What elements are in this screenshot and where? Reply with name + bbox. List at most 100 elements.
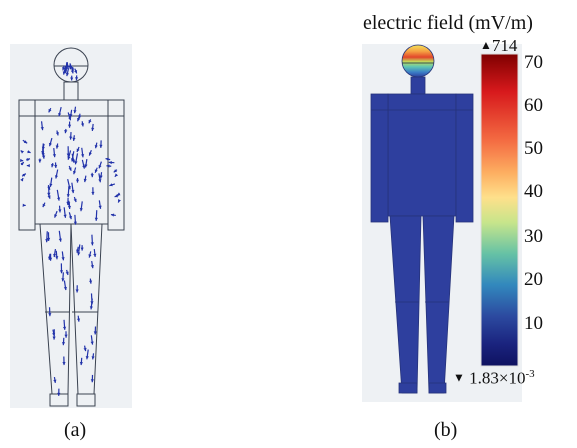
field-arrowhead — [88, 254, 92, 258]
field-arrowhead — [90, 242, 94, 246]
field-arrowhead — [71, 189, 75, 194]
field-arrowhead — [117, 199, 121, 203]
caption-a: (a) — [64, 419, 87, 441]
field-arrowhead — [89, 280, 93, 284]
colorbar-tick: 50 — [524, 138, 543, 159]
field-arrowhead — [55, 145, 59, 149]
field-arrowhead — [64, 334, 68, 338]
field-arrowhead — [90, 341, 94, 345]
field-arrowhead — [94, 217, 98, 221]
field-arrowhead — [80, 247, 84, 251]
field-arrowhead — [52, 154, 56, 158]
field-arrowhead — [54, 164, 58, 168]
field-arrowhead — [88, 152, 92, 156]
field-arrowhead — [65, 72, 70, 77]
field-arrowhead — [76, 318, 81, 322]
field-arrowhead — [48, 108, 52, 113]
field-arrowhead — [68, 215, 73, 220]
field-arrowhead — [93, 253, 97, 257]
field-arrowhead — [70, 77, 74, 81]
field-arrowhead — [47, 195, 51, 199]
field-arrowhead — [20, 162, 24, 166]
field-arrowhead — [58, 209, 62, 213]
field-arrowhead — [67, 124, 72, 128]
field-arrowhead — [55, 256, 59, 260]
body-right-foot — [428, 382, 447, 394]
field-arrowhead — [42, 203, 46, 208]
field-arrowhead — [40, 127, 44, 131]
field-arrowhead — [89, 306, 93, 310]
field-arrowhead — [69, 136, 73, 140]
field-arrowhead — [53, 379, 57, 383]
colorbar — [480, 53, 519, 367]
field-arrowhead — [74, 70, 78, 74]
field-arrowhead — [76, 148, 80, 153]
field-arrowhead — [69, 114, 73, 118]
field-arrowhead — [93, 331, 97, 335]
colorbar-tick: 20 — [524, 269, 543, 290]
field-arrowhead — [54, 175, 59, 179]
field-arrowhead — [98, 205, 102, 209]
field-arrowhead — [91, 127, 95, 131]
body-left-arm — [370, 93, 389, 223]
field-arrowhead — [41, 151, 45, 155]
field-arrowhead — [20, 158, 24, 162]
field-arrowhead — [67, 205, 72, 209]
field-arrowhead — [75, 289, 79, 293]
field-arrowhead — [80, 123, 85, 127]
field-arrowhead — [62, 67, 66, 71]
field-arrowhead — [90, 301, 94, 305]
field-arrowhead — [91, 191, 95, 195]
field-arrowhead — [77, 252, 81, 256]
body-head — [401, 44, 435, 78]
field-arrowhead — [73, 221, 77, 225]
colorbar-max-value: 714 — [491, 36, 518, 55]
field-arrowhead — [59, 270, 64, 274]
colorbar-min-exponent: -3 — [525, 368, 535, 380]
field-arrowhead — [114, 194, 118, 198]
colorbar-tick: 40 — [524, 181, 543, 202]
field-arrows — [20, 62, 121, 396]
colorbar-title: electric field (mV/m) — [363, 12, 533, 34]
field-arrowhead — [68, 117, 72, 121]
field-arrowhead — [82, 165, 86, 169]
field-arrowhead — [62, 362, 66, 366]
min-triangle-icon: ▼ — [453, 370, 465, 385]
field-arrowhead — [73, 198, 77, 203]
field-arrowhead — [47, 237, 51, 241]
field-arrowhead — [55, 132, 59, 136]
field-arrowhead — [48, 142, 52, 147]
field-arrowhead — [77, 117, 81, 122]
field-arrowhead — [99, 175, 103, 179]
colorbar-tick: 70 — [524, 52, 543, 73]
field-arrowhead — [61, 257, 65, 261]
field-arrowhead — [71, 159, 76, 163]
field-arrowhead — [83, 347, 87, 352]
body-left-leg — [389, 215, 422, 394]
body-torso — [387, 93, 457, 217]
field-arrowhead — [73, 110, 77, 114]
field-arrowhead — [74, 161, 78, 165]
field-arrowhead — [22, 173, 26, 177]
field-arrowhead — [53, 253, 57, 258]
field-arrowhead — [108, 160, 112, 165]
field-arrowhead — [72, 137, 76, 141]
field-arrowhead — [75, 179, 80, 183]
field-arrowhead — [117, 192, 121, 196]
wireframe-right-foot — [76, 393, 96, 407]
field-arrowhead — [42, 155, 46, 159]
field-arrowhead — [57, 392, 61, 396]
field-arrowhead — [61, 342, 66, 346]
colorbar-max-label: ▲714 — [480, 36, 517, 56]
colorbar-min-base: 1.83×10 — [469, 368, 526, 388]
field-arrowhead — [105, 157, 109, 161]
field-arrowhead — [106, 164, 110, 168]
field-arrowhead — [49, 183, 53, 187]
field-arrowhead — [58, 112, 62, 117]
field-arrowhead — [63, 286, 67, 291]
field-arrowhead — [67, 185, 71, 190]
wireframe-left-arm — [18, 99, 36, 231]
field-arrowhead — [67, 156, 71, 160]
